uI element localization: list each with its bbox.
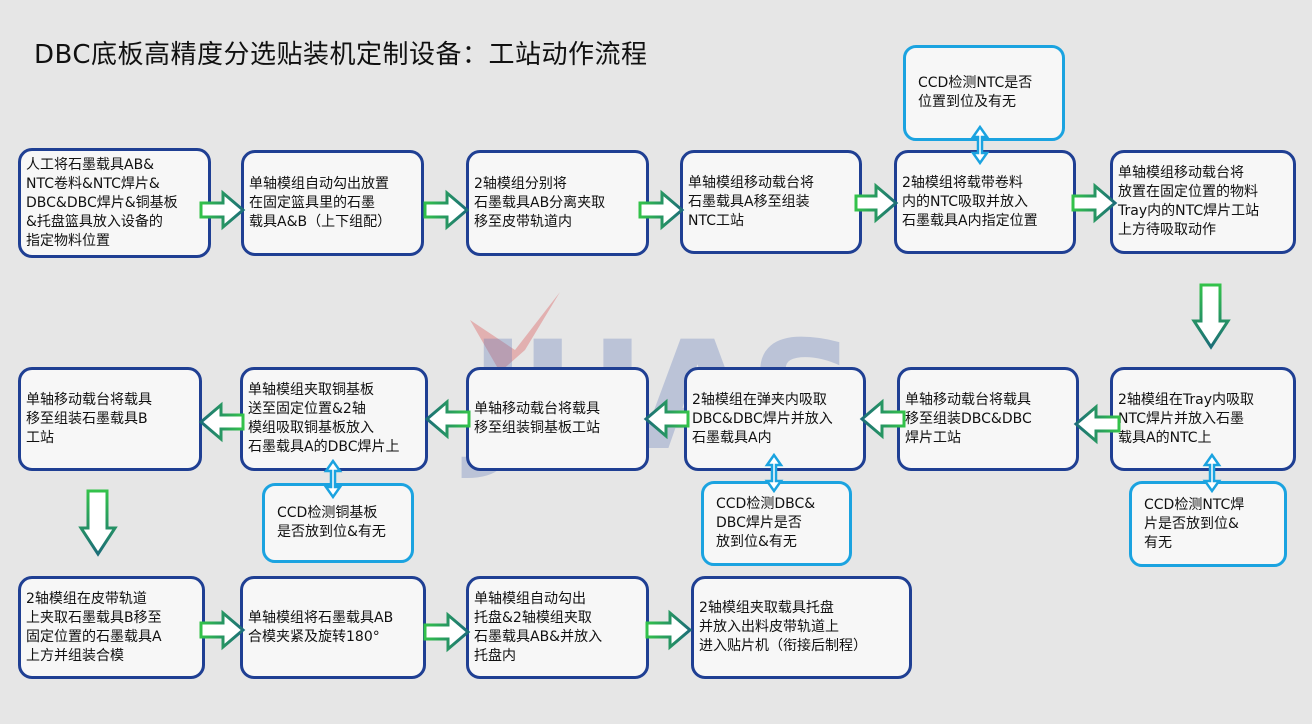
page-title: DBC底板高精度分选贴装机定制设备：工站动作流程 [34,40,648,70]
step-1-box: 人工将石墨载具AB& NTC卷料&NTC焊片& DBC&DBC焊片&铜基板 &托… [18,148,211,258]
arrow-right-5 [1071,182,1118,224]
step-15-box: 单轴模组自动勾出 托盘&2轴模组夹取 石墨载具AB&并放入 托盘内 [466,576,649,679]
step-6-text: 单轴模组移动载台将 放置在固定位置的物料 Tray内的NTC焊片工站 上方待吸取… [1118,165,1260,238]
step-11-box: 单轴模组夹取铜基板 送至固定位置&2轴 模组吸取铜基板放入 石墨载具A的DBC焊… [240,367,428,471]
step-10-text: 单轴移动载台将载具 移至组装铜基板工站 [474,401,600,436]
ccd-check-ntc-solder-text: CCD检测NTC焊 片是否放到位& 有无 [1144,496,1245,551]
arrow-left-4 [424,398,471,440]
ccd-check-dbc-box: CCD检测DBC& DBC焊片是否 放到位&有无 [701,481,852,566]
ccd-check-copper-box: CCD检测铜基板 是否放到位&有无 [262,483,414,563]
step-2-text: 单轴模组自动勾出放置 在固定篮具里的石墨 载具A&B（上下组配） [249,175,392,230]
step-7-box: 2轴模组在Tray内吸取 NTC焊片并放入石墨 载具A的NTC上 [1110,367,1296,471]
ccd-check-copper-text: CCD检测铜基板 是否放到位&有无 [277,505,386,540]
step-12-box: 单轴移动载台将载具 移至组装石墨载具B 工站 [18,367,202,471]
step-5-box: 2轴模组将载带卷料 内的NTC吸取并放入 石墨载具A内指定位置 [894,150,1076,254]
arrow-down-2 [78,489,118,557]
ccd-check-ntc-text: CCD检测NTC是否 位置到位及有无 [918,75,1033,110]
arrow-right-6 [199,609,246,651]
ccd-check-ntc-solder-box: CCD检测NTC焊 片是否放到位& 有无 [1129,481,1287,567]
step-6-box: 单轴模组移动载台将 放置在固定位置的物料 Tray内的NTC焊片工站 上方待吸取… [1110,150,1296,254]
step-13-text: 2轴模组在皮带轨道 上夹取石墨载具B移至 固定位置的石墨载具A 上方并组装合模 [26,590,162,664]
arrow-right-8 [645,609,693,651]
step-9-text: 2轴模组在弹夹内吸取 DBC&DBC焊片并放入 石墨载具A内 [692,391,833,446]
arrow-right-2 [423,189,470,231]
arrow-left-5 [198,401,245,443]
step-4-text: 单轴模组移动载台将 石墨载具A移至组装 NTC工站 [688,174,814,229]
step-8-box: 单轴移动载台将载具 移至组装DBC&DBC 焊片工站 [897,367,1079,471]
ccd-check-ntc-box: CCD检测NTC是否 位置到位及有无 [903,45,1065,141]
step-14-box: 单轴模组将石墨载具AB 合模夹紧及旋转180° [240,576,426,679]
step-7-text: 2轴模组在Tray内吸取 NTC焊片并放入石墨 载具A的NTC上 [1118,391,1255,446]
ccd-check-dbc-text: CCD检测DBC& DBC焊片是否 放到位&有无 [716,496,816,550]
step-14-text: 单轴模组将石墨载具AB 合模夹紧及旋转180° [248,609,394,645]
step-11-text: 单轴模组夹取铜基板 送至固定位置&2轴 模组吸取铜基板放入 石墨载具A的DBC焊… [248,382,400,455]
step-16-text: 2轴模组夹取载具托盘 并放入出料皮带轨道上 进入贴片机（衔接后制程） [699,600,867,654]
step-4-box: 单轴模组移动载台将 石墨载具A移至组装 NTC工站 [680,150,862,254]
arrow-down-1 [1191,283,1231,350]
watermark-check-mark [470,292,560,372]
step-3-box: 2轴模组分别将 石墨载具AB分离夹取 移至皮带轨道内 [466,150,649,256]
step-2-box: 单轴模组自动勾出放置 在固定篮具里的石墨 载具A&B（上下组配） [241,150,424,256]
step-16-box: 2轴模组夹取载具托盘 并放入出料皮带轨道上 进入贴片机（衔接后制程） [691,576,912,679]
step-15-text: 单轴模组自动勾出 托盘&2轴模组夹取 石墨载具AB&并放入 托盘内 [474,590,603,664]
step-13-box: 2轴模组在皮带轨道 上夹取石墨载具B移至 固定位置的石墨载具A 上方并组装合模 [18,576,205,679]
arrow-left-3 [643,398,690,440]
step-10-box: 单轴移动载台将载具 移至组装铜基板工站 [466,367,649,471]
step-5-text: 2轴模组将载带卷料 内的NTC吸取并放入 石墨载具A内指定位置 [902,174,1038,229]
step-8-text: 单轴移动载台将载具 移至组装DBC&DBC 焊片工站 [905,391,1032,446]
step-12-text: 单轴移动载台将载具 移至组装石墨载具B 工站 [26,391,152,446]
arrow-right-4 [854,182,899,224]
arrow-right-7 [423,611,471,653]
step-9-box: 2轴模组在弹夹内吸取 DBC&DBC焊片并放入 石墨载具A内 [684,367,866,471]
step-1-text: 人工将石墨载具AB& NTC卷料&NTC焊片& DBC&DBC焊片&铜基板 &托… [26,156,178,249]
step-3-text: 2轴模组分别将 石墨载具AB分离夹取 移至皮带轨道内 [474,175,606,230]
